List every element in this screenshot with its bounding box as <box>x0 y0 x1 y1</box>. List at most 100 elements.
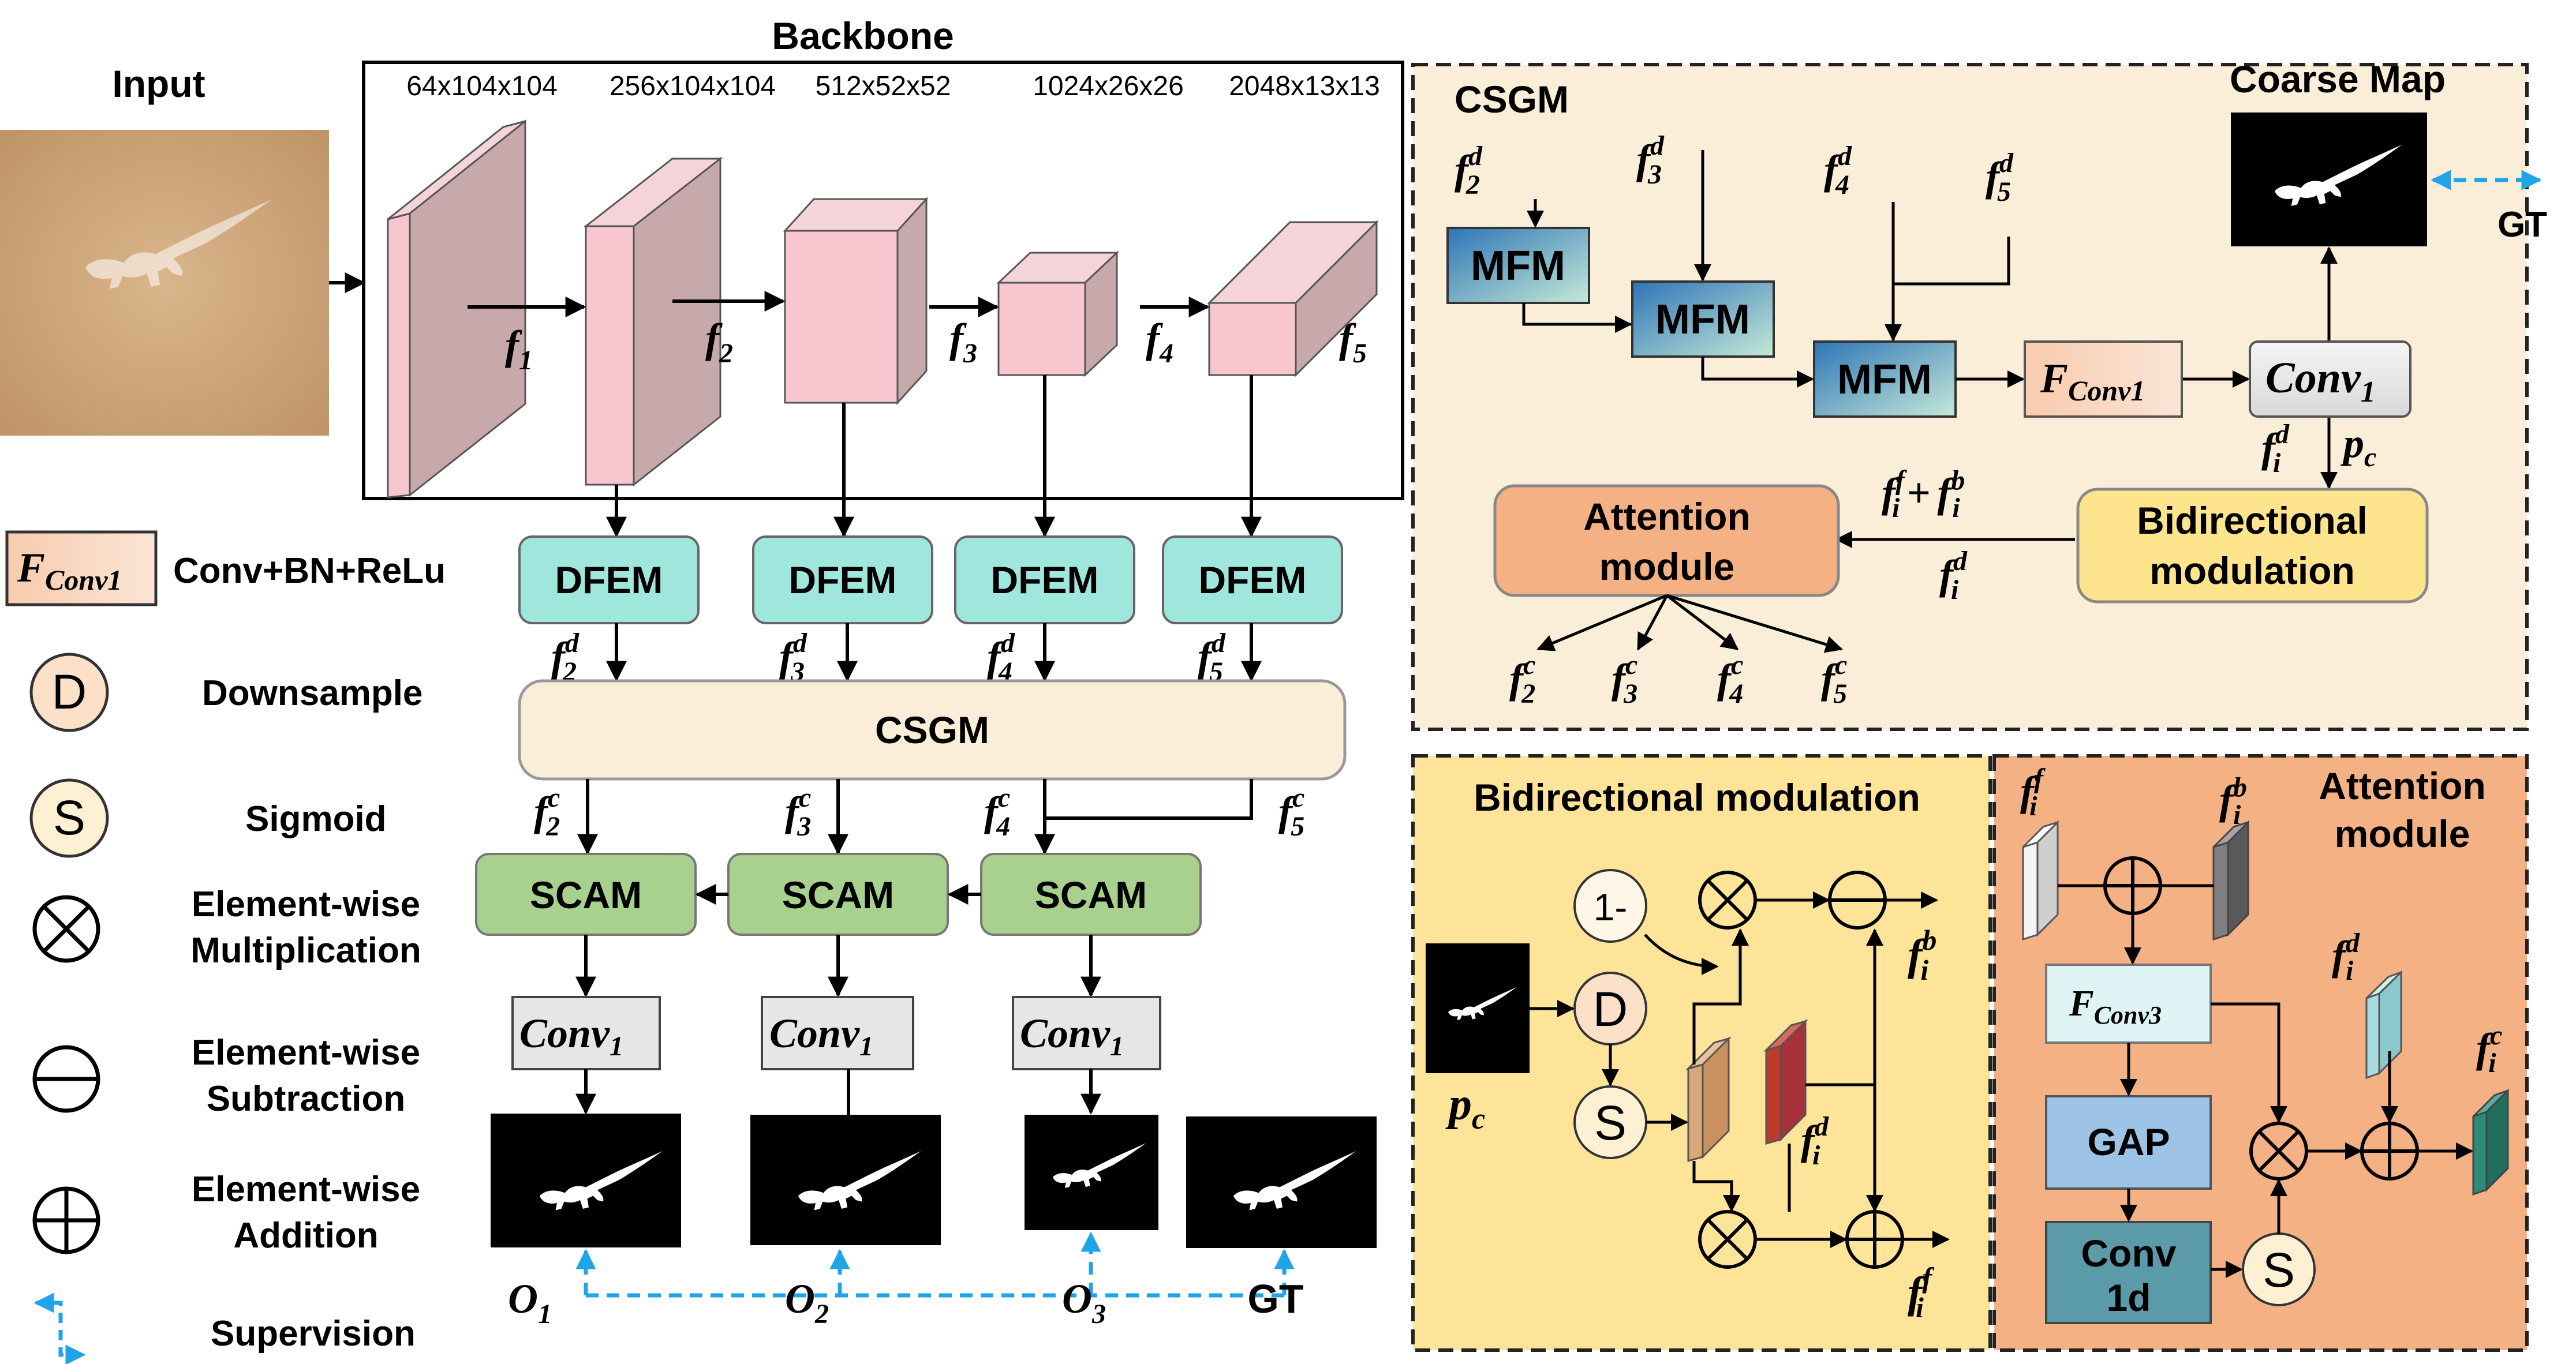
output-map-1 <box>491 1114 681 1247</box>
svg-text:DFEM: DFEM <box>555 559 663 601</box>
input-image <box>0 130 329 436</box>
feature-label-f4: f4 <box>1146 315 1173 369</box>
backbone-dim-5: 2048x13x13 <box>1229 71 1380 102</box>
legend-addition-icon <box>32 1186 100 1254</box>
bidir-downsample-node: D <box>1573 972 1647 1046</box>
feature-label-f2: f2 <box>705 315 733 369</box>
att-add-top-icon <box>2103 856 2162 915</box>
conv-to-output-arrows <box>575 1069 1101 1116</box>
csgm-conv1-block: Conv1 <box>2249 340 2412 418</box>
backbone-dim-2: 256x104x104 <box>610 71 776 102</box>
svg-text:MFM: MFM <box>1655 297 1750 343</box>
mfm-block-1: MFM <box>1446 227 1590 304</box>
bidir-feature-slab-red <box>1763 1019 1809 1145</box>
csgm-panel-title: CSGM <box>1455 78 1569 121</box>
att-add-bottom-icon <box>2360 1122 2419 1181</box>
mfm-arrows <box>1522 150 2338 548</box>
coarse-map-image <box>2231 113 2427 246</box>
bidir-sigmoid-node: S <box>1573 1085 1647 1159</box>
dfem-block-2: DFEM <box>752 535 933 624</box>
svg-text:modulation: modulation <box>2149 549 2355 592</box>
conv1-block-1: Conv1 <box>511 996 661 1070</box>
legend-addition-label-2: Addition <box>233 1216 378 1256</box>
attention-panel-title-1: Attention <box>2319 765 2486 807</box>
attention-output-arrows <box>1536 594 1843 653</box>
svg-text:1d: 1d <box>2106 1276 2151 1319</box>
bidir-connection-lines <box>1530 891 1950 1248</box>
svg-text:Attention: Attention <box>1583 495 1751 538</box>
att-conv1d-block: Conv 1d <box>2045 1221 2212 1324</box>
legend-downsample-label: Downsample <box>202 673 423 713</box>
conv1-block-2: Conv1 <box>761 996 914 1070</box>
bidir-pc-label: pc <box>1445 1079 1485 1136</box>
svg-text:module: module <box>1599 545 1735 588</box>
svg-text:SCAM: SCAM <box>1035 874 1147 916</box>
backbone-to-dfem-arrows <box>606 375 1262 538</box>
coarse-map-label: Coarse Map <box>2230 58 2446 100</box>
svg-text:FConv3: FConv3 <box>2069 983 2162 1029</box>
csgm-to-scam-arrows <box>577 779 1253 855</box>
svg-text:D: D <box>1593 982 1628 1036</box>
feature-label-f3: f3 <box>949 315 977 369</box>
output-label-3: O3 <box>1062 1276 1106 1329</box>
csgm-block: CSGM <box>518 679 1347 781</box>
scam-block-2: SCAM <box>727 853 949 936</box>
svg-text:D: D <box>52 665 87 719</box>
mfm-block-3: MFM <box>1813 340 1957 418</box>
dfem-block-3: DFEM <box>954 535 1135 624</box>
legend-sigmoid-icon: S <box>29 778 109 858</box>
svg-text:1-: 1- <box>1594 886 1628 928</box>
output-label-1: O1 <box>508 1276 552 1329</box>
conv1-block-3: Conv1 <box>1012 996 1161 1070</box>
svg-text:SCAM: SCAM <box>530 874 642 916</box>
legend-sigmoid-label: Sigmoid <box>245 799 387 839</box>
legend-addition-label-1: Element-wise <box>192 1170 420 1209</box>
attention-panel-title-2: module <box>2335 812 2470 855</box>
mfm-block-2: MFM <box>1631 280 1775 358</box>
svg-text:Conv1: Conv1 <box>769 1010 873 1062</box>
bidir-panel-title: Bidirectional modulation <box>1474 776 1920 819</box>
svg-text:DFEM: DFEM <box>789 559 897 601</box>
output-label-2: O2 <box>785 1276 829 1329</box>
svg-text:DFEM: DFEM <box>991 559 1099 601</box>
scam-chain-arrows <box>575 884 1101 998</box>
backbone-title: Backbone <box>772 14 954 57</box>
legend-supervision-icon <box>33 1292 86 1364</box>
scam-block-3: SCAM <box>980 853 1202 936</box>
svg-text:Conv: Conv <box>2081 1232 2177 1275</box>
svg-text:Conv1: Conv1 <box>1020 1010 1124 1062</box>
gt-map <box>1186 1116 1377 1248</box>
supervision-lines <box>575 1231 1295 1298</box>
svg-text:MFM: MFM <box>1471 243 1565 289</box>
backbone-block-5 <box>1207 220 1379 377</box>
dfem-block-1: DFEM <box>518 535 700 624</box>
backbone-block-4 <box>996 250 1119 377</box>
input-label: Input <box>112 62 205 105</box>
att-connection-lines <box>2058 884 2473 1278</box>
coarse-gt-label: GT <box>2498 205 2547 245</box>
att-slab-gray <box>2212 820 2249 941</box>
legend-multiplication-icon <box>32 895 100 963</box>
att-slab-teal <box>2472 1088 2509 1196</box>
backbone-arrows <box>468 291 1210 317</box>
dfem-block-4: DFEM <box>1162 535 1343 624</box>
legend-subtraction-label-1: Element-wise <box>192 1033 420 1073</box>
svg-text:MFM: MFM <box>1837 357 1932 403</box>
backbone-dim-4: 1024x26x26 <box>1033 71 1184 102</box>
